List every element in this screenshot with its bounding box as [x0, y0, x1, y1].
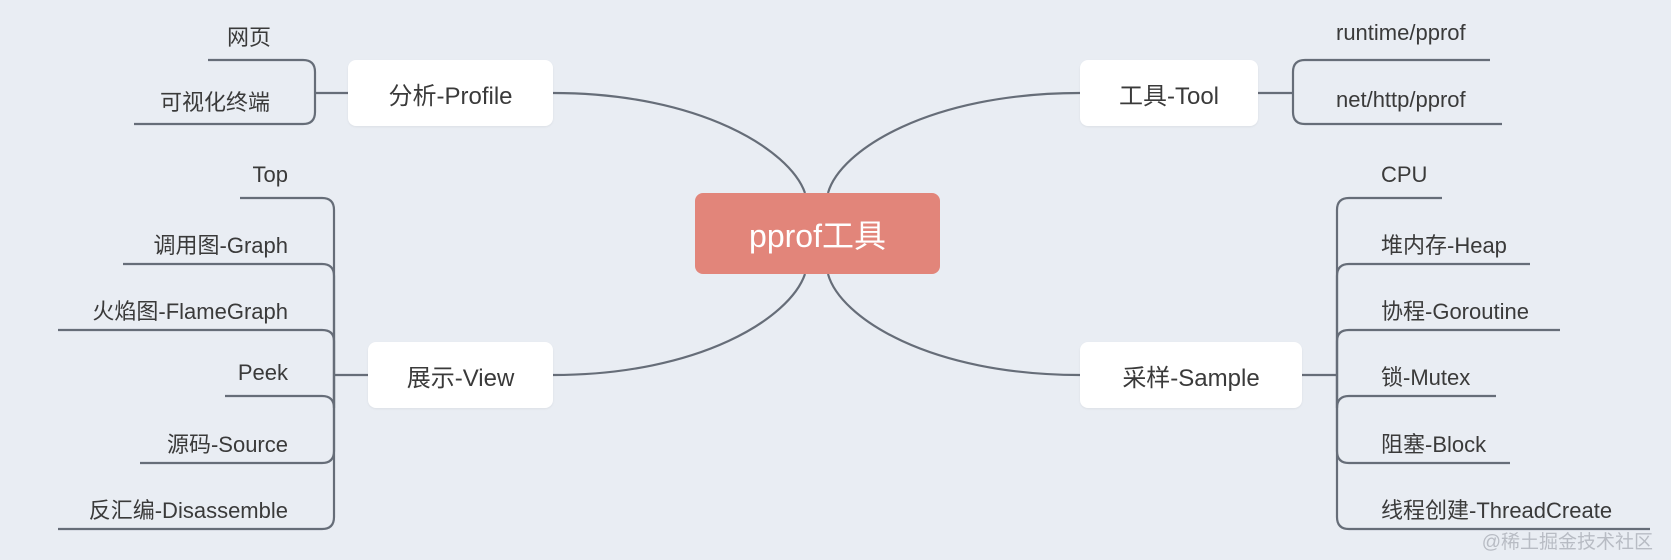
leaf-sample-cpu: CPU	[1381, 162, 1428, 187]
leaf-tool-net-http-pprof: net/http/pprof	[1336, 87, 1466, 112]
leaf-view-source: 源码-Source	[166, 432, 288, 457]
leaf-sample-mutex: 锁-Mutex	[1381, 365, 1471, 390]
leaf-profile-web: 网页	[226, 25, 271, 50]
leaf-view-disassemble: 反汇编-Disassemble	[88, 498, 288, 523]
leaf-view-top: Top	[252, 162, 288, 187]
branch-view[interactable]: 展示-View	[368, 342, 553, 408]
leaf-view-peek: Peek	[237, 360, 288, 385]
leaf-sample-threadcreate: 线程创建-ThreadCreate	[1381, 498, 1613, 523]
branch-tool[interactable]: 工具-Tool	[1080, 60, 1258, 126]
leaf-view-graph: 调用图-Graph	[153, 233, 288, 258]
branch-sample[interactable]: 采样-Sample	[1080, 342, 1302, 408]
leaf-sample-block: 阻塞-Block	[1381, 432, 1487, 457]
leaf-tool-runtime-pprof: runtime/pprof	[1336, 20, 1466, 45]
leaf-profile-terminal: 可视化终端	[159, 90, 270, 115]
watermark: @稀土掘金技术社区	[1481, 532, 1653, 553]
branch-profile[interactable]: 分析-Profile	[348, 60, 553, 126]
leaf-sample-goroutine: 协程-Goroutine	[1381, 299, 1529, 324]
center-node[interactable]: pprof工具	[695, 193, 940, 274]
leaf-view-flamegraph: 火焰图-FlameGraph	[92, 299, 288, 324]
leaf-sample-heap: 堆内存-Heap	[1381, 233, 1507, 258]
